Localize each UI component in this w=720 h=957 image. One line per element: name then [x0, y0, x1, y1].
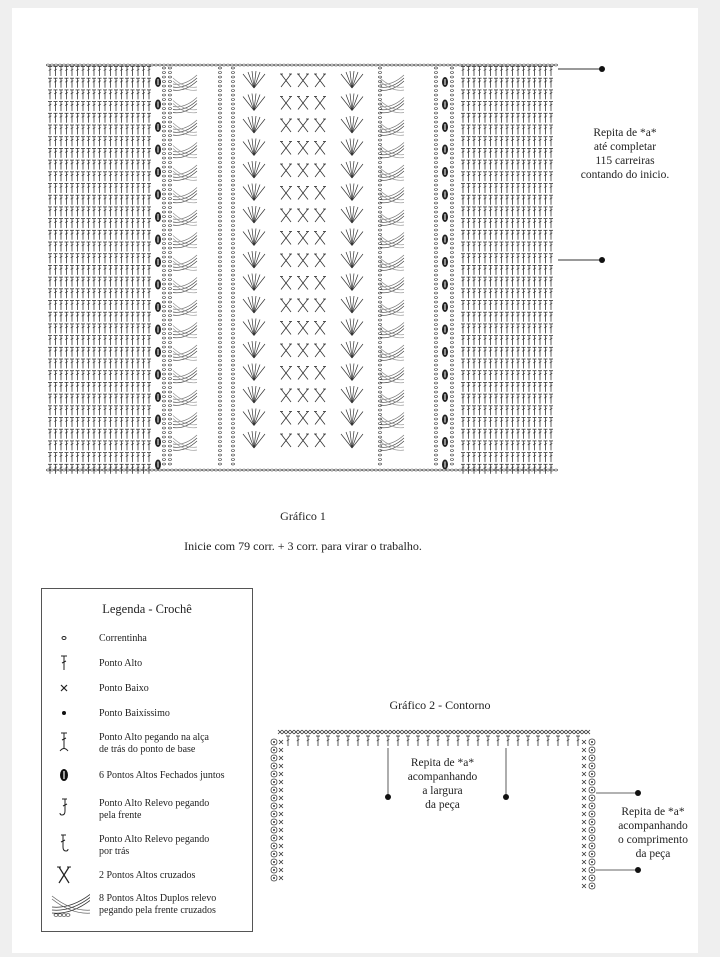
back-loop-dc-symbol-icon — [44, 727, 84, 757]
crochet-chart-1 — [40, 60, 570, 480]
chart-1-title: Gráfico 1 — [0, 509, 606, 524]
legend-box: Legenda - Crochê Correntinha Ponto Alto … — [41, 588, 253, 932]
legend-item-cluster: 6 Pontos Altos Fechados juntos — [42, 760, 252, 790]
chart-1-instructions: Inicie com 79 corr. + 3 corr. para virar… — [0, 539, 606, 554]
cluster-symbol-icon — [44, 760, 84, 790]
slip-stitch-symbol-icon — [44, 698, 84, 728]
repeat-note-width: Repita de *a* acompanhando a largura da … — [385, 756, 500, 812]
legend-item-crossed-dc: 2 Pontos Altos cruzados — [42, 860, 252, 890]
chart-2-title: Gráfico 2 - Contorno — [340, 698, 540, 713]
repeat-note-chart-1: Repita de *a* até completar 115 carreira… — [565, 126, 685, 182]
repeat-note-length: Repita de *a* acompanhando o comprimento… — [598, 805, 708, 861]
legend-item-slip-stitch: Ponto Baixíssimo — [42, 698, 252, 728]
front-post-dc-symbol-icon — [44, 793, 84, 823]
legend-title: Legenda - Crochê — [42, 602, 252, 617]
back-post-dc-symbol-icon — [44, 829, 84, 859]
cable-symbol-icon — [50, 891, 90, 921]
crossed-dc-symbol-icon — [44, 860, 84, 890]
